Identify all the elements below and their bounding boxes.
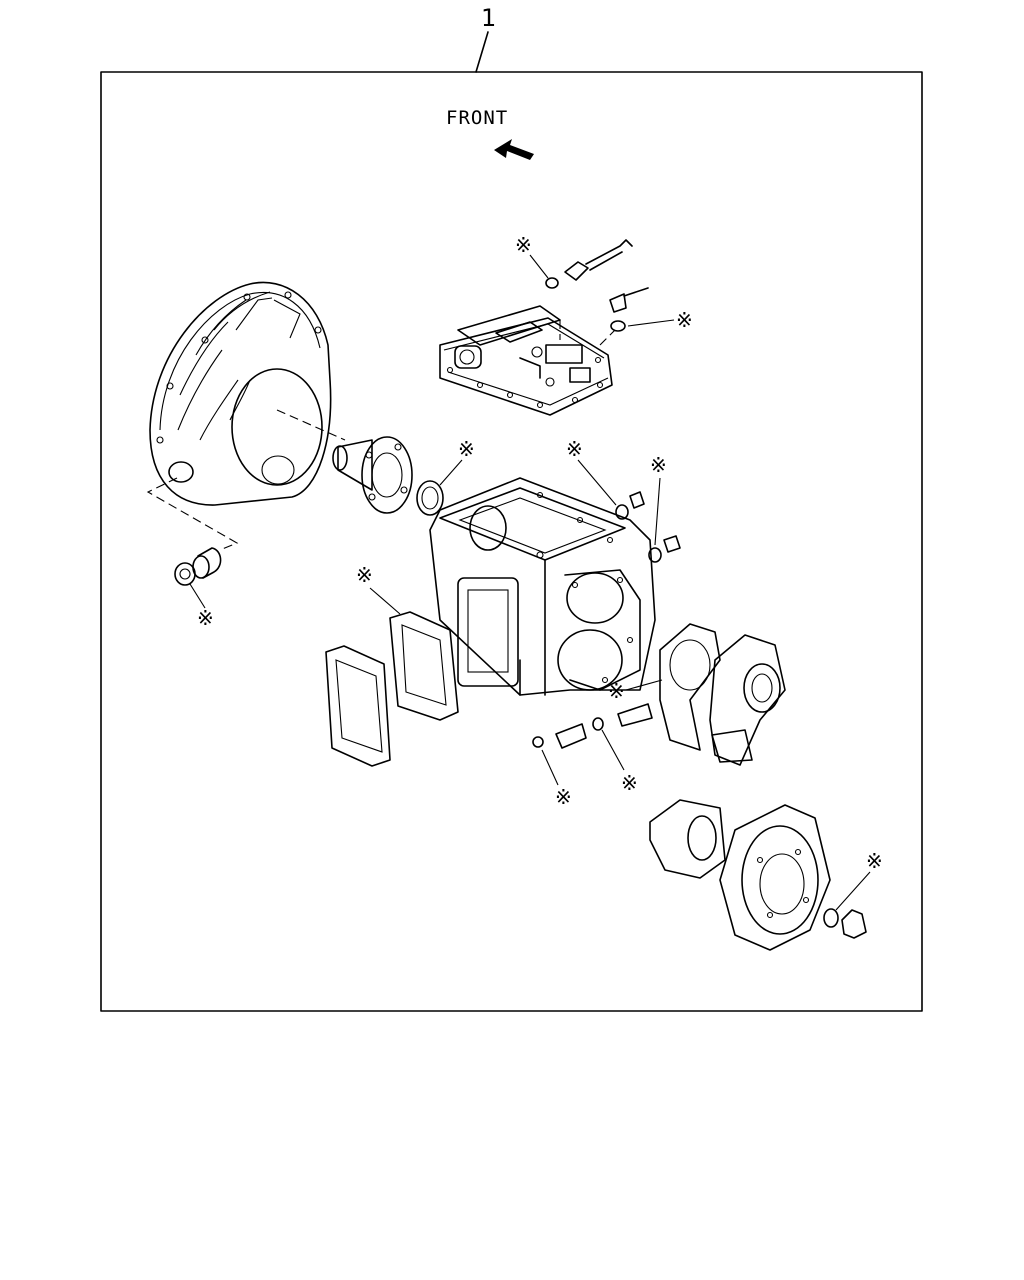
plug-1 [615,491,645,520]
transmission-case [429,477,656,696]
marker-11: ※ [866,849,883,873]
axis-line [276,409,346,441]
marker-9: ※ [621,771,638,795]
marker-5: ※ [650,453,667,477]
leader-pilot [146,477,239,551]
companion-flange [649,799,726,879]
pilot-bushing [174,547,222,586]
marker-group: ※ ※ ※ ※ ※ ※ ※ ※ ※ ※ ※ [189,233,883,911]
switch-sensor-2 [609,287,649,332]
marker-3: ※ [458,437,475,461]
switch-sensor [545,239,633,289]
rear-gasket [659,623,721,751]
side-cover [325,645,391,767]
brake-drum [719,804,831,951]
marker-7: ※ [197,606,214,630]
side-cover-gasket [389,611,459,721]
oil-seal [416,480,444,516]
washer-and-nut [823,908,867,939]
clutch-housing [149,281,332,506]
front-arrow-icon [494,139,534,160]
marker-2: ※ [676,308,693,332]
speedometer-gear [532,703,653,749]
marker-1: ※ [515,233,532,257]
bearing-retainer [332,436,413,514]
front-label: FRONT [446,107,508,129]
marker-8: ※ [608,679,625,703]
marker-10: ※ [555,785,572,809]
marker-4: ※ [566,437,583,461]
callout-number: 1 [481,4,496,32]
plug-2 [648,535,681,563]
diagram-frame [100,71,923,1012]
top-cover [439,305,616,416]
rear-extension [709,634,786,766]
marker-6: ※ [356,563,373,587]
callout-leader [475,31,489,73]
